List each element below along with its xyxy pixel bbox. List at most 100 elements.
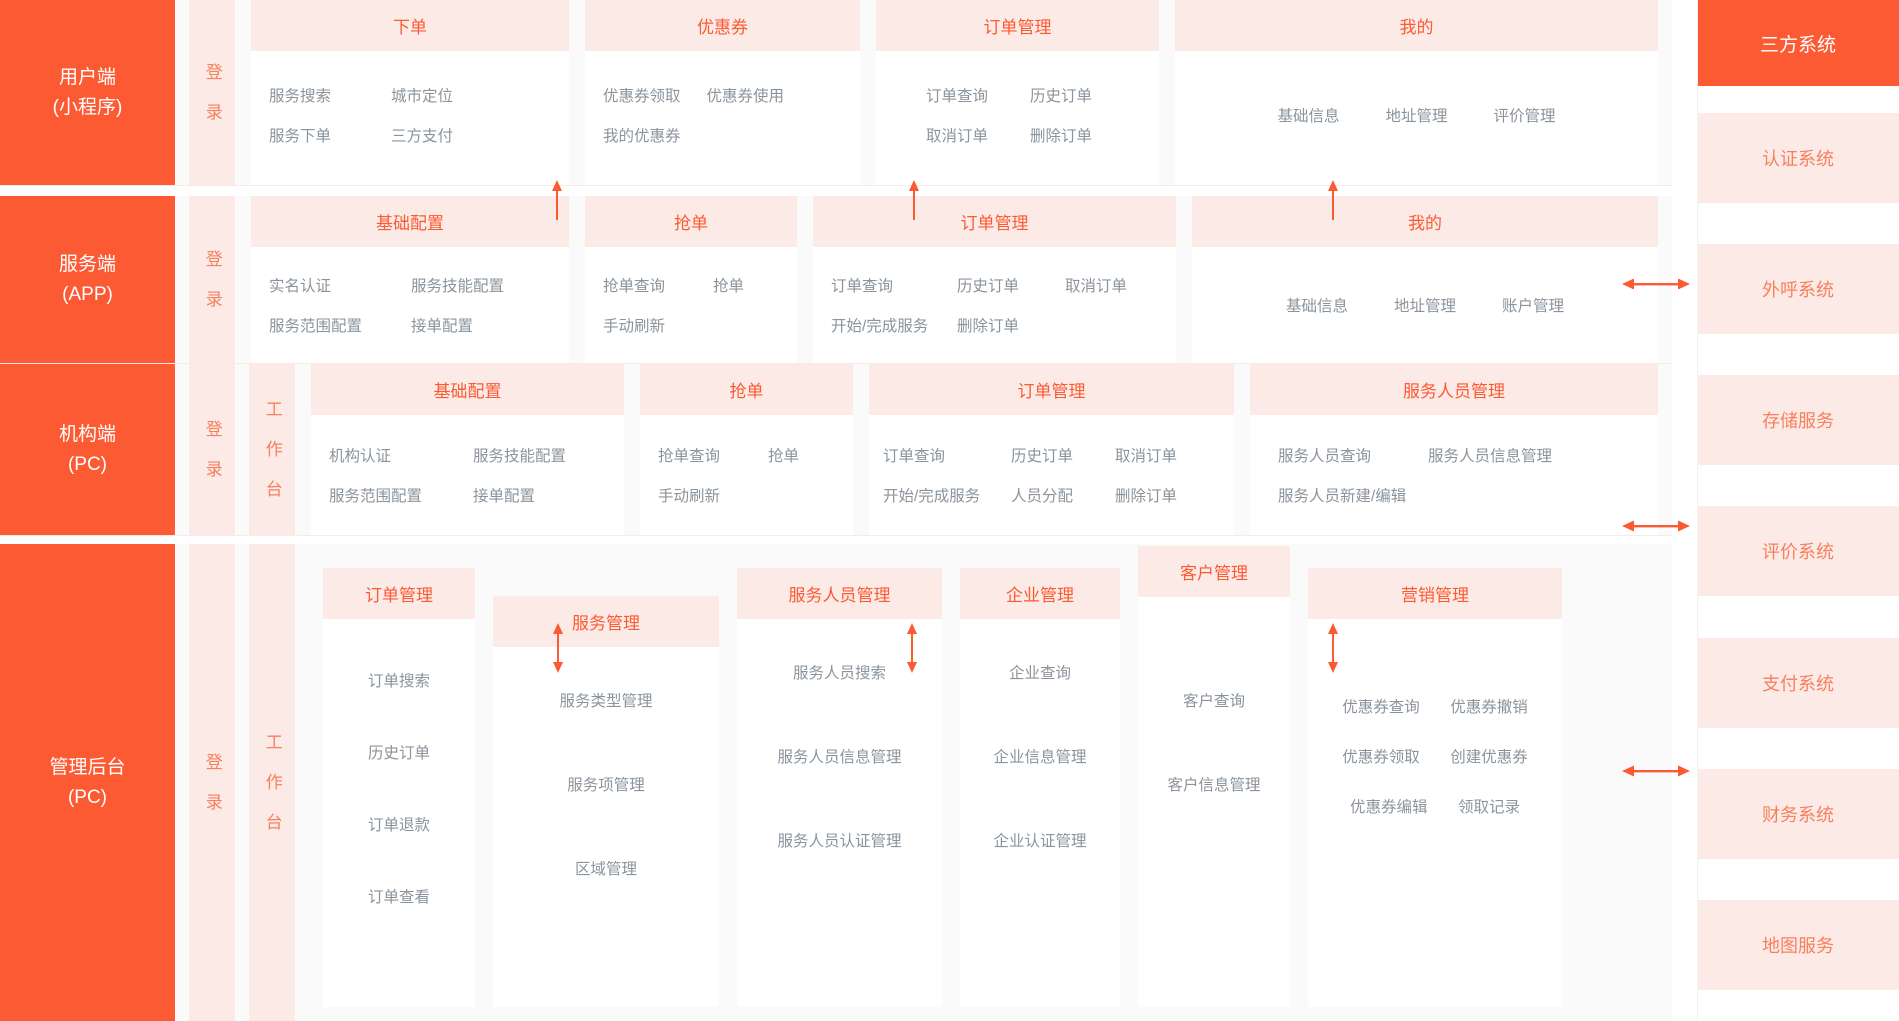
feature-item[interactable]: 服务人员搜索: [792, 665, 886, 682]
module-card[interactable]: 订单管理 订单查询 历史订单 取消订单 开始/完成服务 删除订单: [813, 196, 1176, 363]
feature-item[interactable]: 服务范围配置: [329, 488, 423, 505]
feature-item[interactable]: 订单查询: [926, 88, 989, 105]
feature-item[interactable]: 优惠券使用: [706, 88, 785, 105]
feature-item[interactable]: 领取记录: [1457, 799, 1520, 816]
vertical-column-login-r2[interactable]: 登 录: [189, 196, 235, 363]
feature-item[interactable]: 评价管理: [1493, 108, 1556, 125]
vertical-column-login-r4[interactable]: 登 录: [189, 544, 235, 1021]
feature-item[interactable]: 服务人员信息管理: [1428, 448, 1553, 465]
rail-item-storage-service[interactable]: 存储服务: [1697, 375, 1899, 466]
module-card[interactable]: 下单 服务搜索 城市定位 服务下单 三方支付: [251, 0, 569, 185]
feature-item[interactable]: 接单配置: [473, 488, 536, 505]
rail-item-map-service[interactable]: 地图服务: [1697, 900, 1899, 991]
feature-item[interactable]: 优惠券领取: [603, 88, 681, 105]
module-card[interactable]: 抢单 抢单查询 抢单 手动刷新: [585, 196, 797, 363]
rail-item-auth-system[interactable]: 认证系统: [1697, 112, 1899, 203]
feature-item[interactable]: 手动刷新: [658, 488, 721, 505]
feature-item[interactable]: 实名认证: [269, 278, 332, 295]
vertical-column-workbench-r4[interactable]: 工 作 台: [249, 544, 295, 1021]
feature-item[interactable]: 企业认证管理: [993, 833, 1087, 850]
feature-item[interactable]: 人员分配: [1011, 488, 1074, 505]
feature-item[interactable]: 服务技能配置: [473, 448, 567, 465]
module-card[interactable]: 企业管理 企业查询 企业信息管理 企业认证管理: [960, 568, 1120, 1007]
feature-item[interactable]: 订单查询: [831, 278, 894, 295]
module-card[interactable]: 客户管理 客户查询 客户信息管理: [1138, 546, 1290, 1007]
feature-item[interactable]: 账户管理: [1502, 298, 1565, 315]
feature-item[interactable]: 机构认证: [329, 448, 392, 465]
feature-item[interactable]: 取消订单: [926, 128, 989, 145]
feature-item[interactable]: 历史订单: [367, 745, 430, 762]
feature-item[interactable]: 优惠券编辑: [1349, 799, 1428, 816]
feature-item[interactable]: 客户查询: [1182, 693, 1245, 710]
module-card[interactable]: 服务管理 服务类型管理 服务项管理 区域管理: [493, 596, 719, 1007]
feature-item[interactable]: 历史订单: [957, 278, 1020, 295]
module-card[interactable]: 服务人员管理 服务人员搜索 服务人员信息管理 服务人员认证管理: [737, 568, 942, 1007]
module-card[interactable]: 订单管理 订单查询 历史订单 取消订单 删除订单: [876, 0, 1159, 185]
feature-item[interactable]: 城市定位: [391, 88, 454, 105]
feature-item[interactable]: 服务人员信息管理: [777, 749, 902, 766]
feature-item[interactable]: 服务人员认证管理: [777, 833, 902, 850]
module-card[interactable]: 订单管理 订单搜索 历史订单 订单退款: [323, 568, 475, 1007]
feature-item[interactable]: 我的优惠券: [603, 128, 681, 145]
feature-item[interactable]: 服务搜索: [269, 88, 332, 105]
feature-item[interactable]: 订单搜索: [367, 673, 430, 690]
module-card[interactable]: 订单管理 订单查询 历史订单 取消订单 开始/完成服务 人员分配 删除订单: [869, 364, 1234, 535]
module-card[interactable]: 基础配置 实名认证 服务技能配置 服务范围配置 接单配置: [251, 196, 569, 363]
vertical-column-login-r1[interactable]: 登 录: [189, 0, 235, 185]
feature-item[interactable]: 地址管理: [1393, 298, 1456, 315]
feature-item[interactable]: 抢单查询: [658, 448, 721, 465]
module-title: 企业管理: [960, 568, 1120, 619]
feature-item[interactable]: 服务技能配置: [411, 278, 505, 295]
feature-item[interactable]: 历史订单: [1011, 448, 1074, 465]
feature-item[interactable]: 区域管理: [574, 861, 637, 878]
feature-item[interactable]: 开始/完成服务: [883, 488, 981, 505]
feature-item[interactable]: 抢单: [713, 278, 745, 295]
feature-item[interactable]: 三方支付: [391, 128, 454, 145]
rail-item-outbound-call-system[interactable]: 外呼系统: [1697, 243, 1899, 334]
feature-item[interactable]: 历史订单: [1030, 88, 1093, 105]
feature-row: 订单搜索: [333, 669, 465, 691]
module-card[interactable]: 营销管理 优惠券查询 优惠券撤销 优惠券领取 创建优惠券 优惠券: [1308, 568, 1562, 1007]
feature-item[interactable]: 服务项管理: [567, 777, 645, 794]
module-card[interactable]: 我的 基础信息 地址管理 账户管理: [1192, 196, 1658, 363]
module-card[interactable]: 基础配置 机构认证 服务技能配置 服务范围配置 接单配置: [311, 364, 624, 535]
feature-item[interactable]: 订单查询: [883, 448, 946, 465]
feature-item[interactable]: 订单查看: [367, 889, 430, 906]
rail-item-review-system[interactable]: 评价系统: [1697, 506, 1899, 597]
feature-item[interactable]: 删除订单: [957, 318, 1020, 335]
feature-item[interactable]: 取消订单: [1115, 448, 1178, 465]
feature-item[interactable]: 创建优惠券: [1450, 749, 1528, 766]
feature-item[interactable]: 优惠券查询: [1342, 699, 1420, 716]
feature-item[interactable]: 优惠券撤销: [1450, 699, 1528, 716]
feature-item[interactable]: 抢单查询: [603, 278, 666, 295]
feature-item[interactable]: 手动刷新: [603, 318, 666, 335]
feature-item[interactable]: 接单配置: [411, 318, 474, 335]
feature-item[interactable]: 删除订单: [1115, 488, 1178, 505]
module-card[interactable]: 我的 基础信息 地址管理 评价管理: [1175, 0, 1658, 185]
feature-item[interactable]: 服务类型管理: [559, 693, 653, 710]
rail-item-payment-system[interactable]: 支付系统: [1697, 637, 1899, 728]
feature-item[interactable]: 服务人员新建/编辑: [1278, 488, 1407, 505]
feature-item[interactable]: 优惠券领取: [1342, 749, 1420, 766]
feature-item[interactable]: 开始/完成服务: [831, 318, 929, 335]
feature-item[interactable]: 基础信息: [1285, 298, 1348, 315]
feature-item[interactable]: 抢单: [768, 448, 800, 465]
feature-item[interactable]: 删除订单: [1030, 128, 1093, 145]
feature-item[interactable]: 基础信息: [1277, 108, 1340, 125]
feature-item[interactable]: 取消订单: [1065, 278, 1128, 295]
module-card[interactable]: 优惠券 优惠券领取 优惠券使用 我的优惠券: [585, 0, 860, 185]
feature-item[interactable]: 服务人员查询: [1278, 448, 1372, 465]
feature-item[interactable]: 企业信息管理: [993, 749, 1087, 766]
feature-row: 开始/完成服务 删除订单: [831, 314, 1158, 336]
feature-item[interactable]: 地址管理: [1385, 108, 1448, 125]
feature-item[interactable]: 客户信息管理: [1167, 777, 1261, 794]
rail-item-finance-system[interactable]: 财务系统: [1697, 769, 1899, 860]
feature-item[interactable]: 服务范围配置: [269, 318, 363, 335]
feature-item[interactable]: 订单退款: [367, 817, 430, 834]
vertical-column-workbench-r3[interactable]: 工 作 台: [249, 364, 295, 535]
module-card[interactable]: 服务人员管理 服务人员查询 服务人员信息管理 服务人员新建/编辑: [1250, 364, 1658, 535]
module-card[interactable]: 抢单 抢单查询 抢单 手动刷新: [640, 364, 853, 535]
feature-item[interactable]: 企业查询: [1008, 665, 1071, 682]
vertical-column-login-r3[interactable]: 登 录: [189, 364, 235, 535]
feature-item[interactable]: 服务下单: [269, 128, 332, 145]
